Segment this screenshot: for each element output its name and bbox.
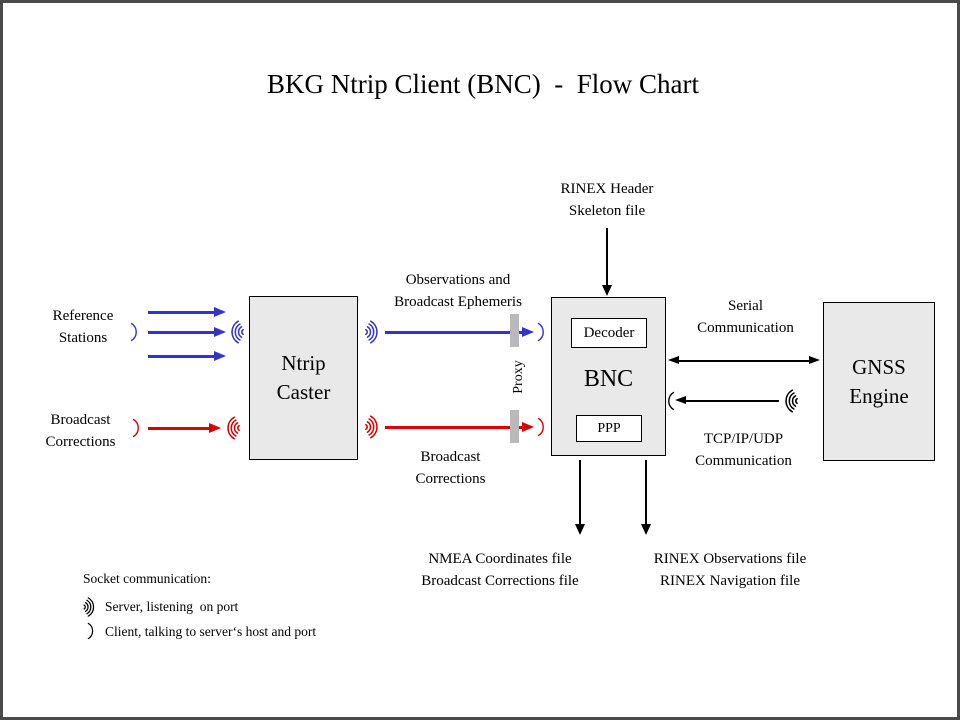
reference-arrowhead-1: [214, 307, 226, 317]
observations-arrowhead: [522, 327, 534, 337]
server-socket-icon: [80, 596, 97, 618]
reference-arrow-line-2: [148, 330, 214, 334]
client-socket-icon: [537, 414, 547, 440]
reference-arrow-line-1: [148, 310, 214, 314]
legend-client-text: Client, talking to server‘s host and por…: [105, 624, 317, 639]
tcpip-arrowhead: [675, 396, 686, 404]
gnss-engine-box: GNSS Engine: [823, 302, 935, 461]
rinex-output-arrow-line: [645, 460, 647, 524]
ppp-label: PPP: [597, 420, 621, 436]
server-socket-icon: [224, 415, 244, 441]
nmea-output-arrowhead: [575, 524, 585, 535]
client-socket-icon: [87, 620, 96, 642]
tcpip-arrow-line: [686, 399, 779, 402]
proxy-bar-top: [510, 314, 519, 347]
label-rinex-header-skeleton: RINEX Header Skeleton file: [560, 181, 654, 219]
decoder-label: Decoder: [583, 324, 635, 341]
client-socket-icon: [132, 415, 142, 441]
observations-arrow-line: [385, 330, 522, 334]
label-observations-ephemeris: Observations and Broadcast Ephemeris: [394, 272, 522, 310]
proxy-bar-bottom: [510, 410, 519, 443]
client-socket-icon: [130, 319, 140, 345]
gnss-engine-label: GNSS Engine: [849, 354, 909, 408]
rinex-header-arrowhead: [602, 285, 612, 296]
corrections-arrowhead: [209, 423, 221, 433]
label-reference-stations: Reference Stations: [52, 308, 114, 346]
corrections-stream-arrow-line: [385, 425, 522, 429]
label-broadcast-corrections-input: Broadcast Corrections: [45, 412, 116, 450]
bnc-box: Decoder BNC PPP: [551, 297, 666, 456]
serial-arrowhead-right: [809, 356, 820, 364]
serial-arrow-line: [679, 359, 809, 362]
ntrip-caster-label: Ntrip Caster: [276, 351, 331, 404]
server-socket-icon: [361, 319, 381, 345]
rinex-header-arrow-line: [606, 228, 608, 285]
client-socket-icon: [665, 388, 675, 414]
client-socket-icon: [537, 319, 547, 345]
page-title: BKG Ntrip Client (BNC) - Flow Chart: [267, 69, 699, 99]
legend-server-text: Server, listening on port: [105, 599, 239, 614]
rinex-output-arrowhead: [641, 524, 651, 535]
corrections-stream-arrowhead: [522, 422, 534, 432]
bnc-label: BNC: [583, 366, 634, 392]
reference-arrowhead-2: [214, 327, 226, 337]
label-proxy: Proxy: [511, 360, 526, 394]
server-socket-icon: [228, 319, 248, 345]
label-nmea-output: NMEA Coordinates file Broadcast Correcti…: [421, 551, 579, 589]
ntrip-caster-box: Ntrip Caster: [249, 296, 358, 460]
serial-arrowhead-left: [668, 356, 679, 364]
label-serial-communication: Serial Communication: [697, 298, 794, 336]
reference-arrow-line-3: [148, 354, 214, 358]
label-broadcast-corrections-stream: Broadcast Corrections: [415, 449, 486, 487]
decoder-box: Decoder: [571, 318, 647, 348]
corrections-arrow-line: [148, 426, 209, 430]
server-socket-icon: [782, 388, 802, 414]
label-rinex-output: RINEX Observations file RINEX Navigation…: [653, 551, 807, 589]
legend-title: Socket communication:: [83, 571, 211, 586]
nmea-output-arrow-line: [579, 460, 581, 524]
server-socket-icon: [361, 414, 381, 440]
label-tcpip-udp-communication: TCP/IP/UDP Communication: [695, 431, 792, 469]
reference-arrowhead-3: [214, 351, 226, 361]
ppp-box: PPP: [576, 415, 642, 442]
